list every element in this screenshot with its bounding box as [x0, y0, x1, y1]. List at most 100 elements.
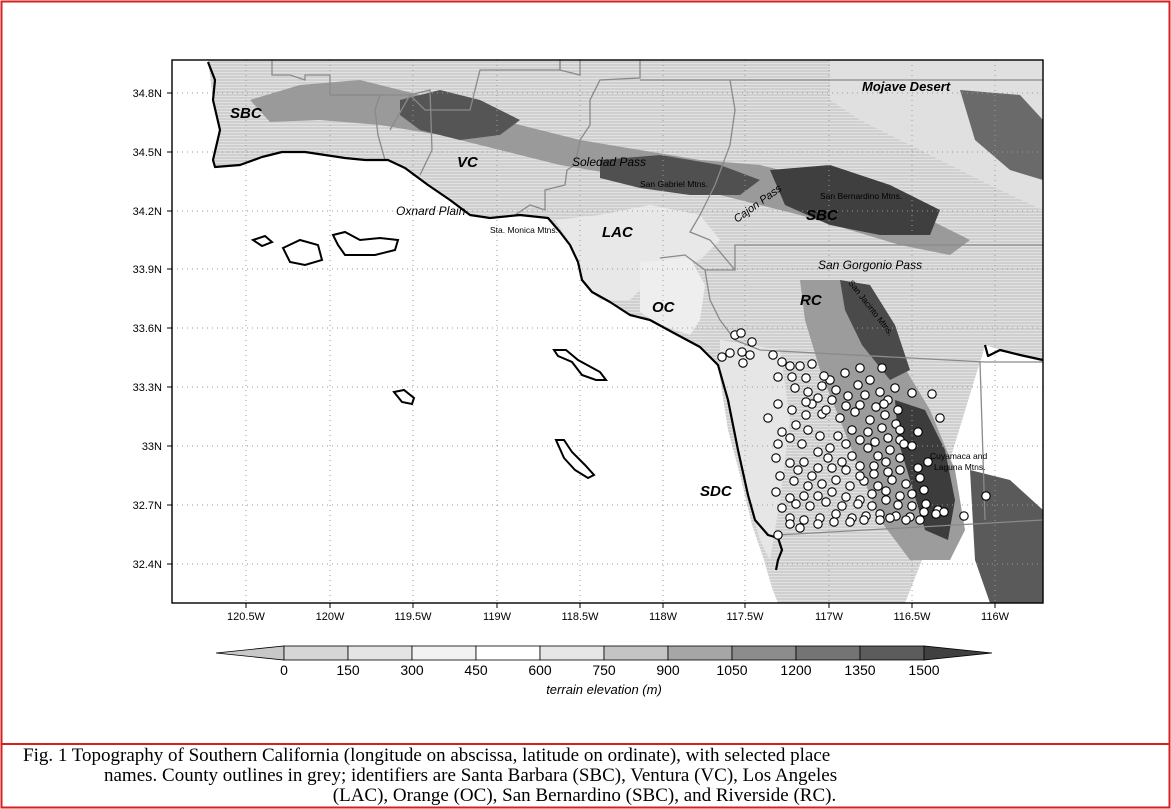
station-marker	[795, 361, 805, 371]
colorbar-tick-labels: 0 150 300 450 600 750 900 1050 1200 1350…	[280, 662, 940, 678]
colorbar-tick-label: 1500	[908, 662, 939, 678]
caption-line-2: names. County outlines in grey; identifi…	[104, 765, 838, 786]
station-marker	[870, 437, 880, 447]
station-marker	[799, 515, 809, 525]
lat-tick-label: 32.7N	[133, 500, 162, 512]
colorbar-tick-label: 600	[528, 662, 552, 678]
colorbar-box	[859, 645, 925, 661]
county-label-sdc: SDC	[700, 483, 733, 500]
colorbar-under-triangle	[215, 645, 285, 661]
peak-cuyamaca	[895, 400, 955, 540]
station-marker	[885, 445, 895, 455]
station-marker	[827, 487, 837, 497]
station-marker	[795, 523, 805, 533]
place-label-cuyamaca-line2: Laguna Mtns.	[934, 462, 986, 472]
station-marker	[773, 399, 783, 409]
station-marker	[850, 407, 860, 417]
station-marker	[815, 431, 825, 441]
station-marker	[775, 471, 785, 481]
colorbar-tick-label: 900	[656, 662, 680, 678]
station-marker	[881, 495, 891, 505]
station-marker	[831, 385, 841, 395]
station-marker	[907, 489, 917, 499]
station-marker	[873, 451, 883, 461]
colorbar-tick-label: 150	[336, 662, 360, 678]
peak-se	[970, 470, 1043, 603]
lon-tick-label: 117W	[815, 611, 844, 623]
colorbar-box	[283, 645, 349, 661]
colorbar-box	[731, 645, 797, 661]
station-marker	[981, 491, 991, 501]
colorbar-tick-label: 1200	[780, 662, 811, 678]
station-marker	[845, 481, 855, 491]
figure-caption: Fig. 1 Topography of Southern California…	[3, 745, 1166, 806]
station-marker	[813, 519, 823, 529]
map-axes-frame	[171, 59, 1044, 604]
station-marker	[855, 471, 865, 481]
station-marker	[923, 457, 933, 467]
station-marker	[785, 361, 795, 371]
lon-tick-label: 116W	[981, 611, 1010, 623]
station-marker	[803, 387, 813, 397]
station-marker	[773, 372, 783, 382]
station-marker	[803, 425, 813, 435]
station-marker	[853, 499, 863, 509]
gridlines	[172, 60, 1043, 603]
lon-tick-label: 116.5W	[893, 611, 931, 623]
colorbar-boxes	[215, 645, 993, 661]
station-marker	[865, 415, 875, 425]
station-marker	[785, 493, 795, 503]
station-marker	[880, 410, 890, 420]
station-marker	[871, 402, 881, 412]
station-marker	[785, 433, 795, 443]
station-marker	[901, 515, 911, 525]
lat-tick-label: 34.8N	[133, 88, 162, 100]
lat-tick-label: 33.3N	[133, 382, 162, 394]
station-marker	[763, 413, 773, 423]
station-marker	[789, 476, 799, 486]
lat-tick-label: 33.6N	[133, 323, 162, 335]
colorbar-box	[411, 645, 477, 661]
station-marker	[881, 486, 891, 496]
station-marker	[801, 410, 811, 420]
colorbar-label: terrain elevation (m)	[546, 682, 662, 697]
lat-tick-labels: 34.8N 34.5N 34.2N 33.9N 33.6N 33.3N 33N …	[133, 88, 162, 571]
colorbar-box	[539, 645, 605, 661]
station-marker	[817, 381, 827, 391]
station-marker	[737, 347, 747, 357]
station-marker	[869, 461, 879, 471]
station-marker	[805, 501, 815, 511]
lat-tick-label: 33N	[142, 441, 162, 453]
county-outlines	[271, 60, 1043, 536]
lon-tick-label: 118.5W	[561, 611, 599, 623]
colorbar-box	[347, 645, 413, 661]
station-marker	[837, 501, 847, 511]
colorbar: 0 150 300 450 600 750 900 1050 1200 1350…	[215, 645, 993, 697]
station-marker	[773, 530, 783, 540]
station-marker	[939, 507, 949, 517]
station-marker	[717, 352, 727, 362]
lon-tick-label: 120W	[316, 611, 345, 623]
lat-tick-label: 34.5N	[133, 147, 162, 159]
station-marker	[869, 469, 879, 479]
station-marker	[865, 375, 875, 385]
lat-tick-label: 34.2N	[133, 206, 162, 218]
county-label-oc: OC	[652, 299, 676, 316]
station-marker	[813, 447, 823, 457]
station-marker	[803, 481, 813, 491]
map-panel: SBC VC LAC OC SBC RC SDC Mojave Desert S…	[133, 59, 1044, 623]
station-marker	[913, 427, 923, 437]
lon-tick-label: 118W	[649, 611, 678, 623]
station-marker	[895, 465, 905, 475]
place-label-cuyamaca-line1: Cuyamaca and	[930, 451, 987, 461]
station-marker	[771, 487, 781, 497]
peak-san-gabriel	[600, 155, 760, 195]
colorbar-tick-label: 0	[280, 662, 288, 678]
county-label-rc: RC	[800, 292, 823, 309]
peak-san-jacinto	[840, 280, 910, 380]
station-marker	[841, 465, 851, 475]
station-marker	[907, 388, 917, 398]
place-label-mojave: Mojave Desert	[862, 79, 951, 94]
station-marker	[827, 463, 837, 473]
